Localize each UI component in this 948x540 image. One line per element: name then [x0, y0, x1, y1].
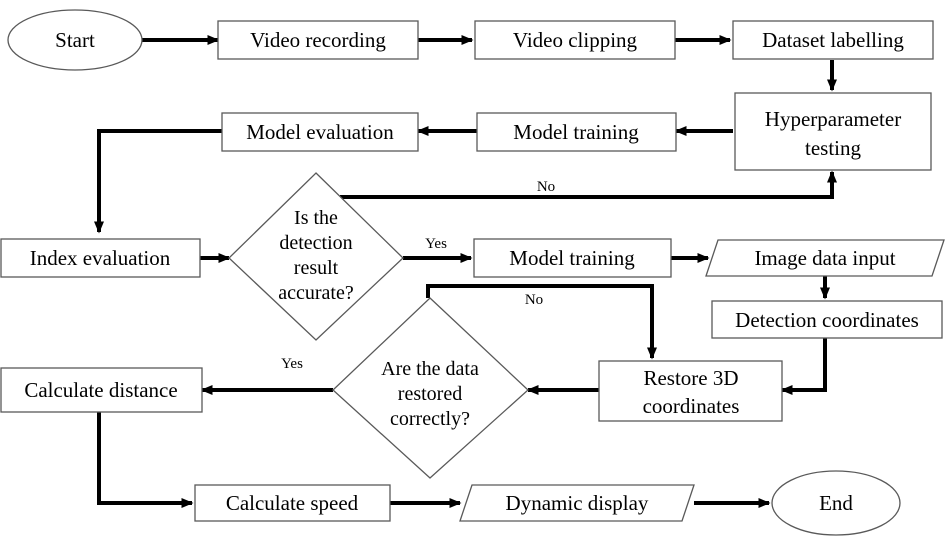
node-calculate-distance: Calculate distance — [0, 367, 203, 413]
edge-detection-no-to-hyperparameter — [340, 170, 837, 199]
hyperparameter-testing-label-line-2: testing — [805, 136, 861, 160]
detection-decision-diamond — [228, 172, 404, 341]
detection-coordinates-label: Detection coordinates — [735, 308, 919, 332]
index-evaluation-label: Index evaluation — [30, 246, 171, 270]
detection-decision-label-line-3: result — [294, 257, 339, 279]
calculate-distance-label: Calculate distance — [24, 378, 177, 402]
model-training-top-label: Model training — [513, 120, 639, 144]
node-model-evaluation: Model evaluation — [221, 112, 419, 152]
video-recording-box — [217, 20, 419, 60]
restore-decision-label-line-3: correctly? — [390, 408, 470, 430]
restore-decision-label-line-2: restored — [398, 383, 462, 405]
node-detection-decision: Is the detection result accurate? — [228, 172, 404, 341]
node-image-data-input: Image data input — [705, 239, 945, 277]
end-label: End — [819, 491, 853, 515]
video-clipping-label: Video clipping — [513, 28, 638, 52]
node-video-recording: Video recording — [217, 20, 419, 60]
node-model-training-mid: Model training — [473, 238, 672, 278]
model-training-mid-box — [473, 238, 672, 278]
edge-distance-to-speed — [97, 412, 194, 508]
start-terminal-shape — [7, 9, 143, 71]
hyperparameter-testing-box — [734, 92, 932, 171]
dynamic-display-parallelogram — [459, 484, 695, 522]
restore-decision-diamond — [332, 297, 529, 479]
index-evaluation-box — [0, 238, 201, 278]
dataset-labelling-label: Dataset labelling — [762, 28, 904, 52]
model-training-mid-label: Model training — [509, 246, 635, 270]
detection-coordinates-box — [711, 300, 943, 339]
node-end: End — [771, 470, 901, 536]
node-model-training-top: Model training — [476, 112, 677, 152]
video-recording-label: Video recording — [250, 28, 386, 52]
restore-3d-box — [598, 360, 783, 422]
model-training-top-box — [476, 112, 677, 152]
node-calculate-speed: Calculate speed — [194, 484, 391, 522]
node-detection-coordinates: Detection coordinates — [711, 300, 943, 339]
start-label: Start — [55, 28, 95, 52]
dataset-labelling-box — [732, 20, 934, 60]
node-dataset-labelling: Dataset labelling — [732, 20, 934, 60]
detection-decision-label-line-1: Is the — [294, 207, 338, 229]
dynamic-display-label: Dynamic display — [506, 491, 649, 515]
hyperparameter-testing-label-line-1: Hyperparameter — [765, 107, 901, 131]
restore-3d-label-line-2: coordinates — [643, 394, 740, 418]
end-terminal-shape — [771, 470, 901, 536]
image-data-input-label: Image data input — [754, 246, 895, 270]
calculate-speed-label: Calculate speed — [226, 491, 359, 515]
node-video-clipping: Video clipping — [474, 20, 676, 60]
calculate-distance-box — [0, 367, 203, 413]
edge-label-restore-no: No — [525, 292, 543, 308]
edge-detection-coordinates-to-restore-3d — [780, 338, 827, 395]
edge-restore-no-to-restore-3d — [426, 284, 657, 360]
edge-evaluation-to-index-evaluation — [94, 129, 222, 234]
node-dynamic-display: Dynamic display — [459, 484, 695, 522]
edges — [94, 35, 837, 508]
model-evaluation-label: Model evaluation — [246, 120, 394, 144]
restore-3d-label-line-1: Restore 3D — [643, 366, 738, 390]
node-restore-decision: Are the data restored correctly? — [332, 297, 529, 479]
image-data-input-parallelogram — [705, 239, 945, 277]
edge-label-restore-yes: Yes — [281, 356, 303, 372]
node-restore-3d: Restore 3D coordinates — [598, 360, 783, 422]
edge-label-detection-no: No — [537, 179, 555, 195]
node-hyperparameter-testing: Hyperparameter testing — [734, 92, 932, 171]
video-clipping-box — [474, 20, 676, 60]
detection-decision-label-line-2: detection — [279, 232, 352, 254]
restore-decision-label-line-1: Are the data — [381, 358, 479, 380]
detection-decision-label-line-4: accurate? — [278, 282, 354, 304]
model-evaluation-box — [221, 112, 419, 152]
node-index-evaluation: Index evaluation — [0, 238, 201, 278]
node-start: Start — [7, 9, 143, 71]
edge-label-detection-yes: Yes — [425, 236, 447, 252]
calculate-speed-box — [194, 484, 391, 522]
